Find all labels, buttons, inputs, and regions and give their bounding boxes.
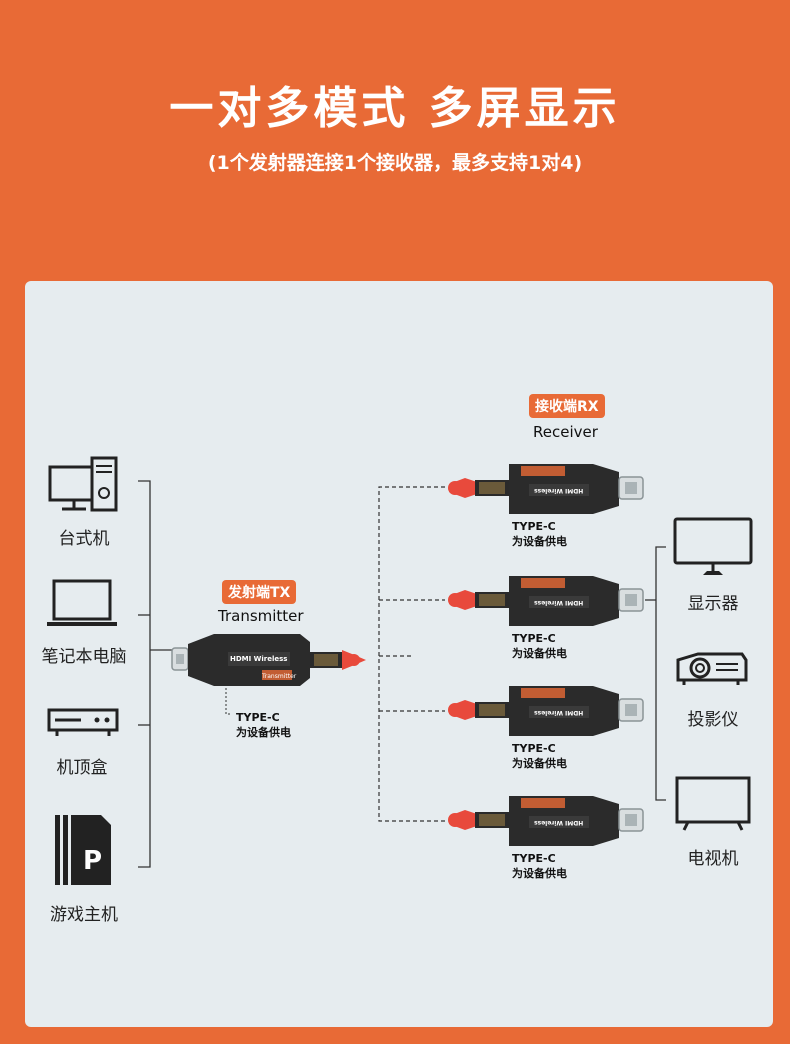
- game-console-icon: P: [53, 813, 115, 891]
- rx-role-label: Receiver: [533, 423, 598, 441]
- page-title: 一对多模式 多屏显示: [169, 83, 621, 134]
- set-top-box-icon: [47, 708, 119, 744]
- rx-power-note-line2: 为设备供电: [512, 647, 567, 660]
- tx-note-leader: [225, 688, 232, 715]
- receiver-device: [443, 790, 649, 854]
- receiver-device: [443, 570, 649, 634]
- rx-power-note-line2: 为设备供电: [512, 757, 567, 770]
- tx-role-label: Transmitter: [218, 607, 304, 625]
- transmitter-device: [170, 630, 370, 696]
- source-label-console: 游戏主机: [50, 905, 118, 925]
- rx-power-note: TYPE-C 为设备供电: [512, 741, 567, 771]
- display-label-projector: 投影仪: [687, 710, 739, 730]
- rx-power-note-line2: 为设备供电: [512, 867, 567, 880]
- tx-device-subtext: Transmitter: [262, 673, 297, 680]
- projector-icon: [676, 650, 748, 694]
- tv-icon: [674, 776, 752, 838]
- source-label-desktop: 台式机: [58, 529, 110, 549]
- rx-power-note-line2: 为设备供电: [512, 535, 567, 548]
- rx-power-note-line1: TYPE-C: [512, 742, 556, 755]
- rx-device-text: HDMI Wireless: [534, 599, 584, 606]
- rx-power-note: TYPE-C 为设备供电: [512, 631, 567, 661]
- tx-power-note-line1: TYPE-C: [236, 711, 280, 724]
- source-label-stb: 机顶盒: [56, 758, 108, 778]
- rx-badge: 接收端RX: [529, 394, 605, 418]
- rx-device-text: HDMI Wireless: [534, 819, 584, 826]
- monitor-icon: [673, 517, 755, 583]
- rx-device-text: HDMI Wireless: [534, 487, 584, 494]
- receiver-device: [443, 458, 649, 522]
- rx-power-note: TYPE-C 为设备供电: [512, 519, 567, 549]
- rx-power-note-line1: TYPE-C: [512, 520, 556, 533]
- rx-power-note-line1: TYPE-C: [512, 632, 556, 645]
- display-label-tv: 电视机: [687, 849, 739, 869]
- display-label-monitor: 显示器: [687, 594, 739, 614]
- tx-device-text: HDMI Wireless: [230, 655, 288, 663]
- tx-power-note-line2: 为设备供电: [236, 726, 291, 739]
- svg-text:P: P: [83, 846, 102, 876]
- rx-device-text: HDMI Wireless: [534, 709, 584, 716]
- tx-badge: 发射端TX: [222, 580, 297, 604]
- tx-power-note: TYPE-C 为设备供电: [236, 710, 291, 740]
- receiver-device: [443, 680, 649, 744]
- page-subtitle: (1个发射器连接1个接收器，最多支持1对4): [207, 152, 583, 174]
- desktop-icon: [48, 456, 120, 518]
- rx-power-note-line1: TYPE-C: [512, 852, 556, 865]
- source-label-laptop: 笔记本电脑: [41, 647, 127, 667]
- laptop-icon: [46, 579, 118, 633]
- rx-power-note: TYPE-C 为设备供电: [512, 851, 567, 881]
